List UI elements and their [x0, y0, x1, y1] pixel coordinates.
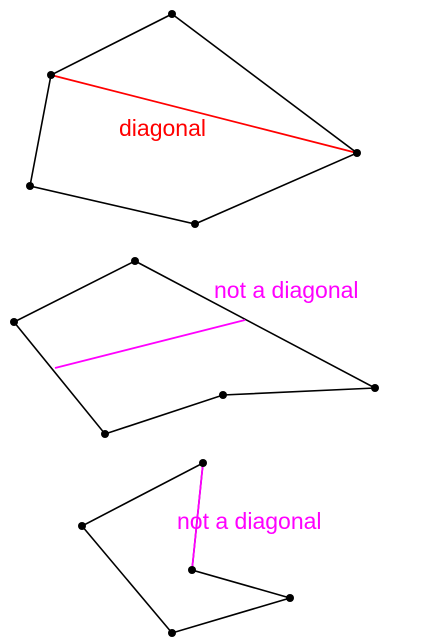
polygon-2-vertex — [219, 391, 227, 399]
polygon-2-segment — [54, 319, 246, 369]
polygon-2-vertex — [101, 430, 109, 438]
polygon-2-vertex — [371, 384, 379, 392]
polygon-2-vertex — [10, 318, 18, 326]
polygon-3-vertex — [78, 522, 86, 530]
polygon-3-vertex — [286, 594, 294, 602]
polygon-1-outline — [29, 13, 359, 225]
polygon-1-vertex — [353, 149, 361, 157]
polygon-3-vertex — [188, 566, 196, 574]
polygon-1-label: diagonal — [119, 115, 206, 141]
polygon-2: not a diagonal — [10, 257, 379, 438]
polygon-2-label: not a diagonal — [214, 277, 359, 303]
polygon-1: diagonal — [26, 10, 361, 228]
polygon-1-vertex — [47, 71, 55, 79]
polygon-3-segment — [191, 462, 204, 571]
polygon-1-vertex — [26, 182, 34, 190]
polygon-3-vertex — [168, 629, 176, 637]
polygon-1-vertex — [191, 220, 199, 228]
polygon-1-diagonal — [50, 74, 358, 154]
polygon-2-outline — [12, 260, 378, 435]
polygon-3-label: not a diagonal — [177, 508, 322, 534]
polygon-2-vertex — [131, 257, 139, 265]
polygon-3: not a diagonal — [78, 459, 322, 637]
polygon-1-vertex — [168, 10, 176, 18]
polygon-3-outline — [80, 461, 293, 634]
polygon-3-vertex — [199, 459, 207, 467]
